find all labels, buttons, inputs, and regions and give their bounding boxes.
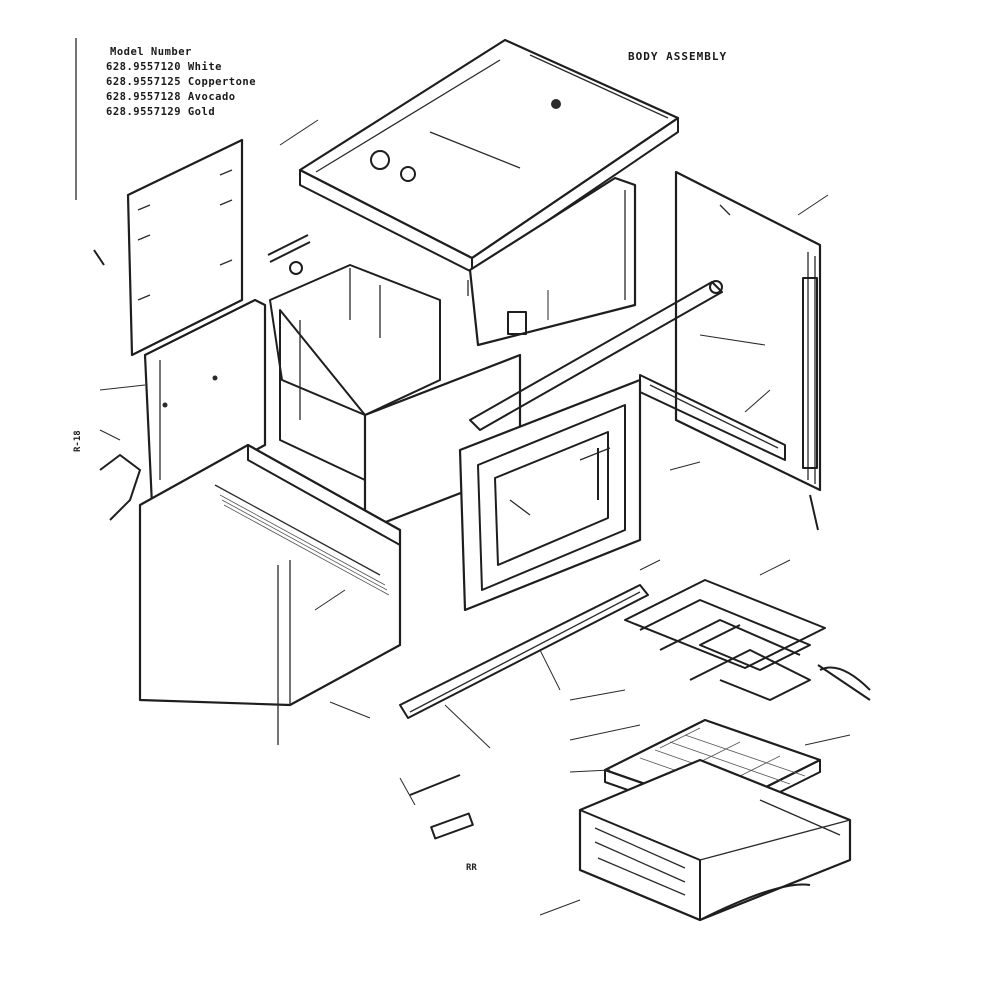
oven-door-frame — [458, 378, 642, 612]
model-line-3: 628.9557128 Avocado — [106, 91, 236, 103]
rear-panel — [468, 176, 637, 347]
small-parts — [93, 234, 871, 840]
base-rail — [399, 584, 649, 719]
callout-leaders — [99, 119, 851, 916]
model-heading: Model Number — [110, 46, 192, 58]
model-line-2: 628.9557125 Coppertone — [106, 76, 256, 88]
model-line-4: 628.9557129 Gold — [106, 106, 215, 118]
top-panel — [298, 38, 680, 298]
heating-element — [624, 579, 826, 701]
right-rail — [639, 374, 786, 461]
bottom-mark: RR — [466, 863, 477, 873]
upper-rod — [469, 280, 723, 431]
model-line-1: 628.9557120 White — [106, 61, 222, 73]
left-side-panel — [126, 138, 244, 357]
diagram-title: BODY ASSEMBLY — [628, 50, 727, 63]
storage-drawer — [578, 758, 852, 922]
front-panel — [138, 443, 402, 745]
model-number-block: Model Number 628.9557120 White 628.95571… — [75, 38, 256, 200]
side-mark: R-18 — [73, 430, 83, 452]
